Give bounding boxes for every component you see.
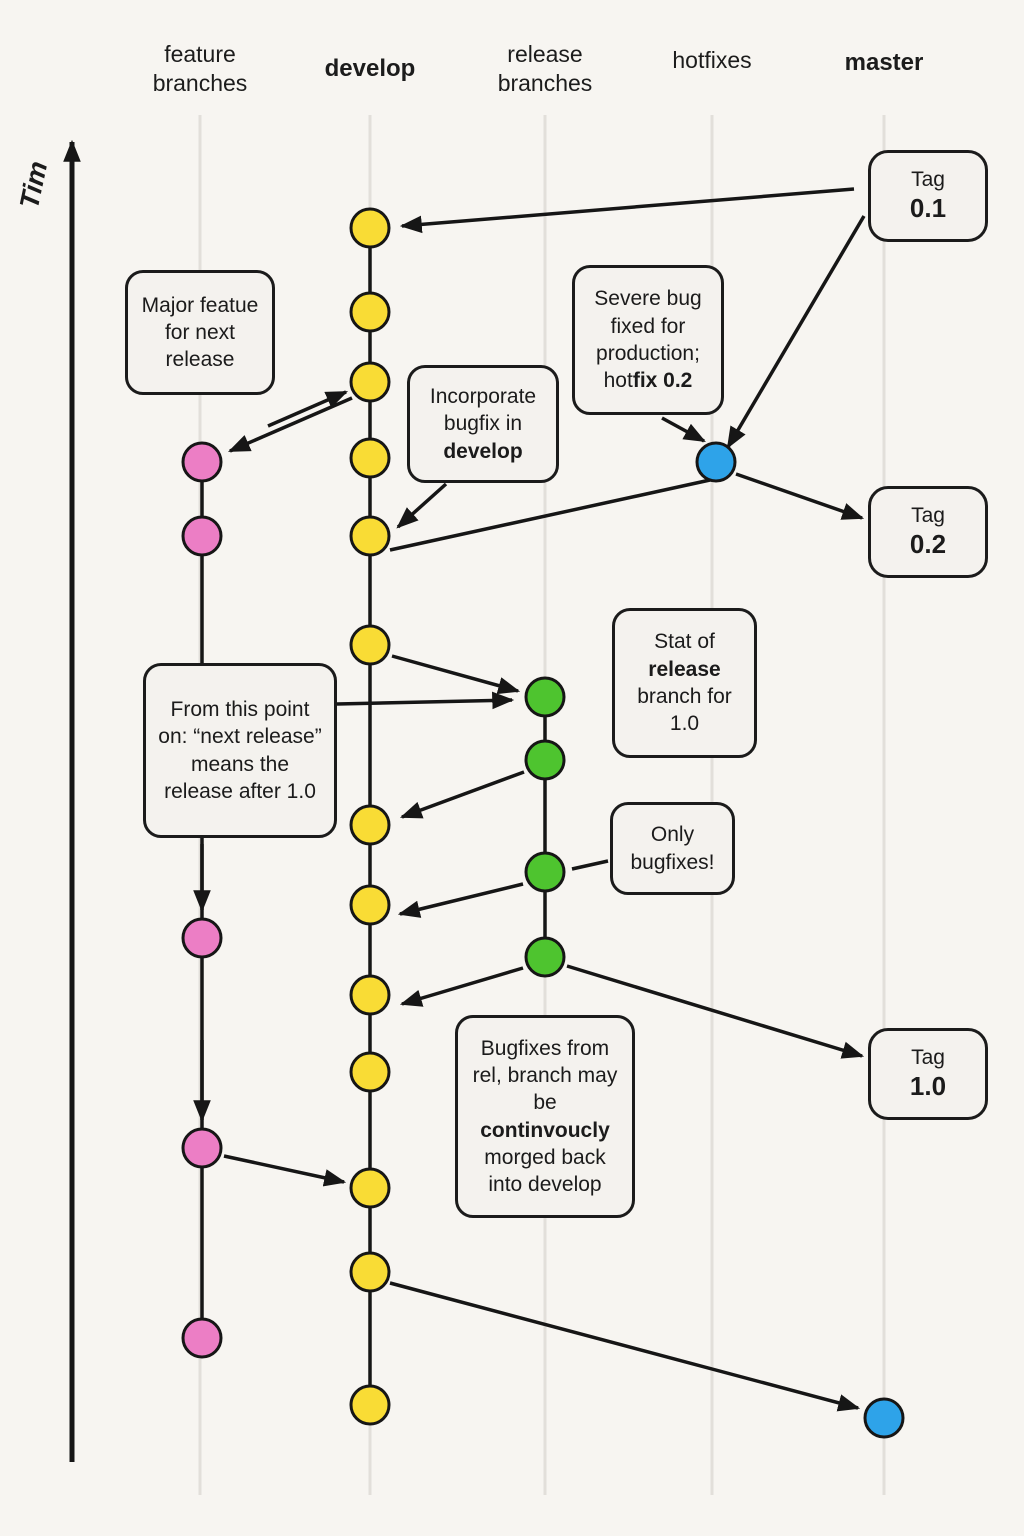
edge-arrow <box>726 215 866 449</box>
column-header-label: feature branches <box>152 41 248 96</box>
tag-version: 0.1 <box>909 193 947 223</box>
note-text: morged back into develop <box>484 1145 606 1197</box>
edge-arrow <box>397 882 524 918</box>
edge-arrow <box>399 966 524 1007</box>
tag-1-0: Tag 1.0 <box>868 1028 988 1120</box>
edge-arrow <box>389 1281 861 1412</box>
note-severe-bug: Severe bug fixed for production; hotfix … <box>572 265 724 415</box>
note-text-bold: develop <box>443 439 523 463</box>
commit-node-develop <box>349 1167 391 1209</box>
note-text: Stat of <box>654 630 715 654</box>
commit-node-feature <box>181 441 223 483</box>
commit-node-develop <box>349 437 391 479</box>
note-text: Severe bug fixed for production; hot <box>594 287 702 393</box>
tag-title: Tag <box>911 504 945 527</box>
edge-arrow <box>391 654 521 695</box>
tag-0-1: Tag 0.1 <box>868 150 988 242</box>
note-text-bold: fix 0.2 <box>632 369 693 393</box>
commit-node-develop <box>349 291 391 333</box>
note-text: Bugfixes from rel, branch may be <box>472 1036 618 1115</box>
note-text: Only bugfixes! <box>630 823 715 874</box>
column-header-develop: develop <box>305 54 435 84</box>
note-from-this-point: From this point on: “next release” means… <box>143 663 337 838</box>
tag-title: Tag <box>911 1046 945 1069</box>
commit-node-develop <box>349 207 391 249</box>
note-start-release: Stat of release branch for 1.0 <box>612 608 757 758</box>
tag-version: 0.2 <box>909 529 947 559</box>
commit-node-hotfix <box>695 441 737 483</box>
edge-arrow <box>223 1154 347 1187</box>
column-header-hotfixes: hotfixes <box>647 46 777 75</box>
edge-arrow <box>389 478 711 552</box>
commit-node-feature <box>181 515 223 557</box>
commit-node-develop <box>349 361 391 403</box>
commit-node-develop <box>349 1384 391 1426</box>
note-major-feature: Major featue for next release <box>125 270 275 395</box>
commit-node-master <box>863 1397 905 1439</box>
commit-node-develop <box>349 1051 391 1093</box>
column-header-feature-branches: feature branches <box>135 40 265 98</box>
column-header-label: release branches <box>497 41 593 96</box>
column-header-label: hotfixes <box>672 47 752 73</box>
tag-0-2: Tag 0.2 <box>868 486 988 578</box>
note-bugfixes-merge: Bugfixes from rel, branch may be continv… <box>455 1015 635 1218</box>
edge-arrow <box>396 482 448 529</box>
edge-arrow <box>735 472 865 520</box>
commit-node-feature <box>181 1127 223 1169</box>
edge-arrow <box>336 691 515 710</box>
note-text: From this point on: “next release” means… <box>158 697 322 803</box>
note-text: Incorporate bugfix in <box>429 385 537 436</box>
commit-node-feature <box>181 1317 223 1359</box>
edge-arrow <box>566 964 865 1059</box>
column-header-label: master <box>844 49 924 76</box>
commit-node-release <box>524 936 566 978</box>
note-text-bold: continvoucly <box>480 1118 610 1142</box>
note-text-bold: release <box>648 657 721 681</box>
commit-node-release <box>524 676 566 718</box>
column-header-label: develop <box>324 55 416 82</box>
commit-node-develop <box>349 515 391 557</box>
edge-arrow <box>227 396 353 453</box>
edge-arrow <box>661 416 706 443</box>
note-incorporate-bugfix: Incorporate bugfix in develop <box>407 365 559 483</box>
column-header-master: master <box>819 48 949 78</box>
commit-node-release <box>524 739 566 781</box>
edge-arrow <box>571 859 609 871</box>
commit-node-develop <box>349 624 391 666</box>
tag-title: Tag <box>911 168 945 191</box>
commit-node-develop <box>349 974 391 1016</box>
edge-arrow <box>399 770 525 819</box>
note-text: Major featue for next release <box>141 293 259 372</box>
commit-node-develop <box>349 804 391 846</box>
commit-node-release <box>524 851 566 893</box>
note-only-bugfixes: Only bugfixes! <box>610 802 735 895</box>
commit-node-develop <box>349 1251 391 1293</box>
commit-node-feature <box>181 917 223 959</box>
note-text: branch for 1.0 <box>637 685 732 736</box>
column-header-release-branches: release branches <box>480 40 610 98</box>
tag-version: 1.0 <box>909 1071 947 1101</box>
edge-arrow <box>399 187 855 234</box>
edge-arrow <box>267 390 349 428</box>
commit-node-develop <box>349 884 391 926</box>
